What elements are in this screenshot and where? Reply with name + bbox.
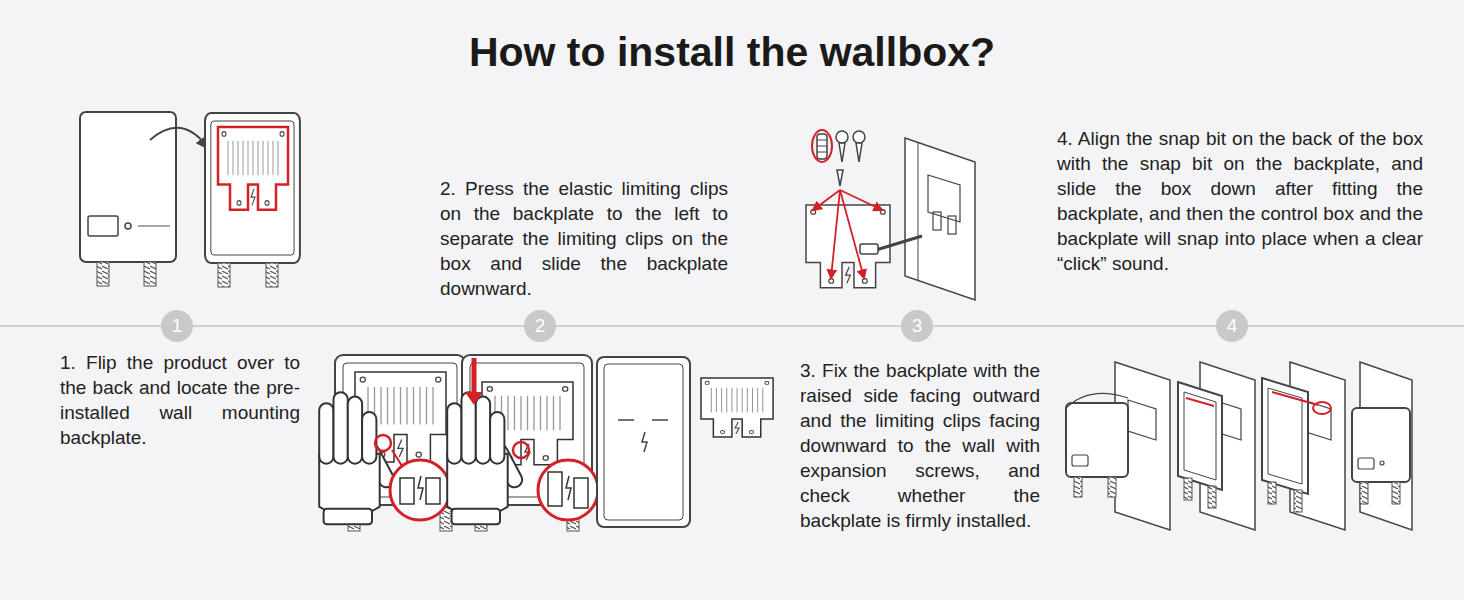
mounting-sequence (1272, 392, 1318, 405)
wall-with-backplate (905, 138, 975, 300)
slide-plate-view (574, 478, 588, 508)
step-number-circle: 2 (524, 310, 556, 342)
slide-plate-view (447, 392, 525, 524)
wallbox-front-view (88, 216, 118, 236)
slide-plate-view (465, 392, 483, 405)
mounting-sequence (1066, 393, 1128, 408)
release-clip-view (375, 435, 391, 451)
mounting-sequence (1178, 382, 1222, 490)
release-clip-view (400, 478, 414, 504)
wallbox-front-view (80, 112, 176, 286)
mounting-sequence (1072, 455, 1088, 466)
hole-arrows (813, 190, 840, 210)
release-clip-view (426, 478, 440, 504)
empty-box-back (618, 419, 634, 421)
mounting-sequence (1066, 362, 1412, 530)
empty-box-back (642, 432, 647, 452)
wallbox-back-view (266, 263, 278, 287)
mounting-sequence (1392, 482, 1400, 504)
step-number: 4 (1227, 316, 1238, 336)
hole-arrows (840, 190, 882, 210)
mounting-sequence (1380, 461, 1384, 465)
release-clip-view (418, 476, 423, 500)
mounting-sequence (1184, 478, 1192, 500)
wallbox-back-view (205, 113, 300, 287)
screws-and-anchors (839, 143, 845, 162)
mounting-sequence (1066, 403, 1128, 477)
wall-with-backplate (876, 236, 922, 250)
mounting-sequence (1128, 400, 1156, 440)
slide-plate-view (566, 476, 571, 500)
wallbox-front-view (97, 262, 109, 286)
empty-box-back (652, 419, 668, 421)
step-number-circle: 4 (1216, 310, 1248, 342)
step-instruction: 3. Fix the backplate with the raised sid… (800, 358, 1040, 533)
hole-arrows (813, 190, 882, 278)
step-number: 1 (172, 316, 183, 336)
release-clip-view (319, 355, 465, 531)
hole-arrows (840, 190, 864, 278)
slide-plate-view (472, 358, 477, 394)
removed-backplate (701, 378, 773, 437)
mounting-sequence (1313, 402, 1331, 414)
screws-and-anchors (853, 131, 865, 143)
step-number: 3 (912, 316, 923, 336)
mounting-sequence (1268, 388, 1302, 484)
slide-plate-view (513, 442, 529, 458)
step-number-circle: 3 (901, 310, 933, 342)
wallbox-back-view (205, 113, 300, 263)
mounting-sequence (1352, 408, 1410, 482)
wall-with-backplate (948, 216, 956, 234)
slide-plate-view (548, 472, 562, 506)
step-number-circle: 1 (161, 310, 193, 342)
wallbox-back-view (218, 263, 230, 287)
release-clip-view (392, 450, 402, 466)
wall-with-backplate (933, 212, 941, 230)
wallbox-front-view (138, 225, 170, 227)
mounting-sequence (1294, 490, 1302, 512)
empty-box-back (604, 364, 683, 520)
wall-with-backplate (860, 138, 975, 300)
mounting-sequence (1186, 398, 1214, 406)
mounting-sequence (1074, 477, 1082, 497)
slide-plate-view (538, 460, 598, 520)
screws-and-anchors (837, 170, 843, 186)
empty-box-back (597, 357, 690, 527)
screws-and-anchors (817, 134, 827, 159)
timeline-connector (556, 325, 901, 327)
step-instruction: 2. Press the elastic limiting clips on t… (440, 176, 728, 301)
screws-and-anchors (836, 131, 848, 143)
step-instruction: 4. Align the snap bit on the back of the… (1057, 126, 1423, 276)
wallbox-back-view (218, 127, 288, 210)
wallbox-front-view (80, 112, 176, 262)
mounting-sequence (1268, 482, 1276, 504)
step-number: 2 (535, 316, 546, 336)
release-clip-view (319, 392, 397, 524)
step-instruction: 1. Flip the product over to the back and… (60, 350, 300, 450)
title: How to install the wallbox? (0, 28, 1464, 76)
mounting-sequence (1108, 477, 1116, 497)
screws-and-anchors (812, 130, 832, 162)
mounting-sequence (1184, 392, 1216, 480)
timeline-connector (933, 325, 1216, 327)
wallbox-front-view (144, 262, 156, 286)
empty-box-back (597, 357, 690, 527)
screws-and-anchors (856, 143, 862, 162)
mounting-sequence (1360, 482, 1368, 504)
wallbox-front-view (125, 223, 131, 229)
release-clip-view (390, 460, 450, 520)
flip-arrow (150, 128, 208, 148)
hole-arrows (831, 190, 840, 278)
screws-and-anchors (812, 130, 865, 186)
mounting-sequence (1208, 486, 1216, 508)
slide-plate-view (447, 355, 598, 531)
wall-with-backplate (860, 244, 878, 254)
timeline-connector (193, 325, 524, 327)
wall-with-backplate (918, 143, 919, 281)
screws-and-anchors (817, 140, 827, 152)
mounting-sequence (1358, 458, 1374, 469)
